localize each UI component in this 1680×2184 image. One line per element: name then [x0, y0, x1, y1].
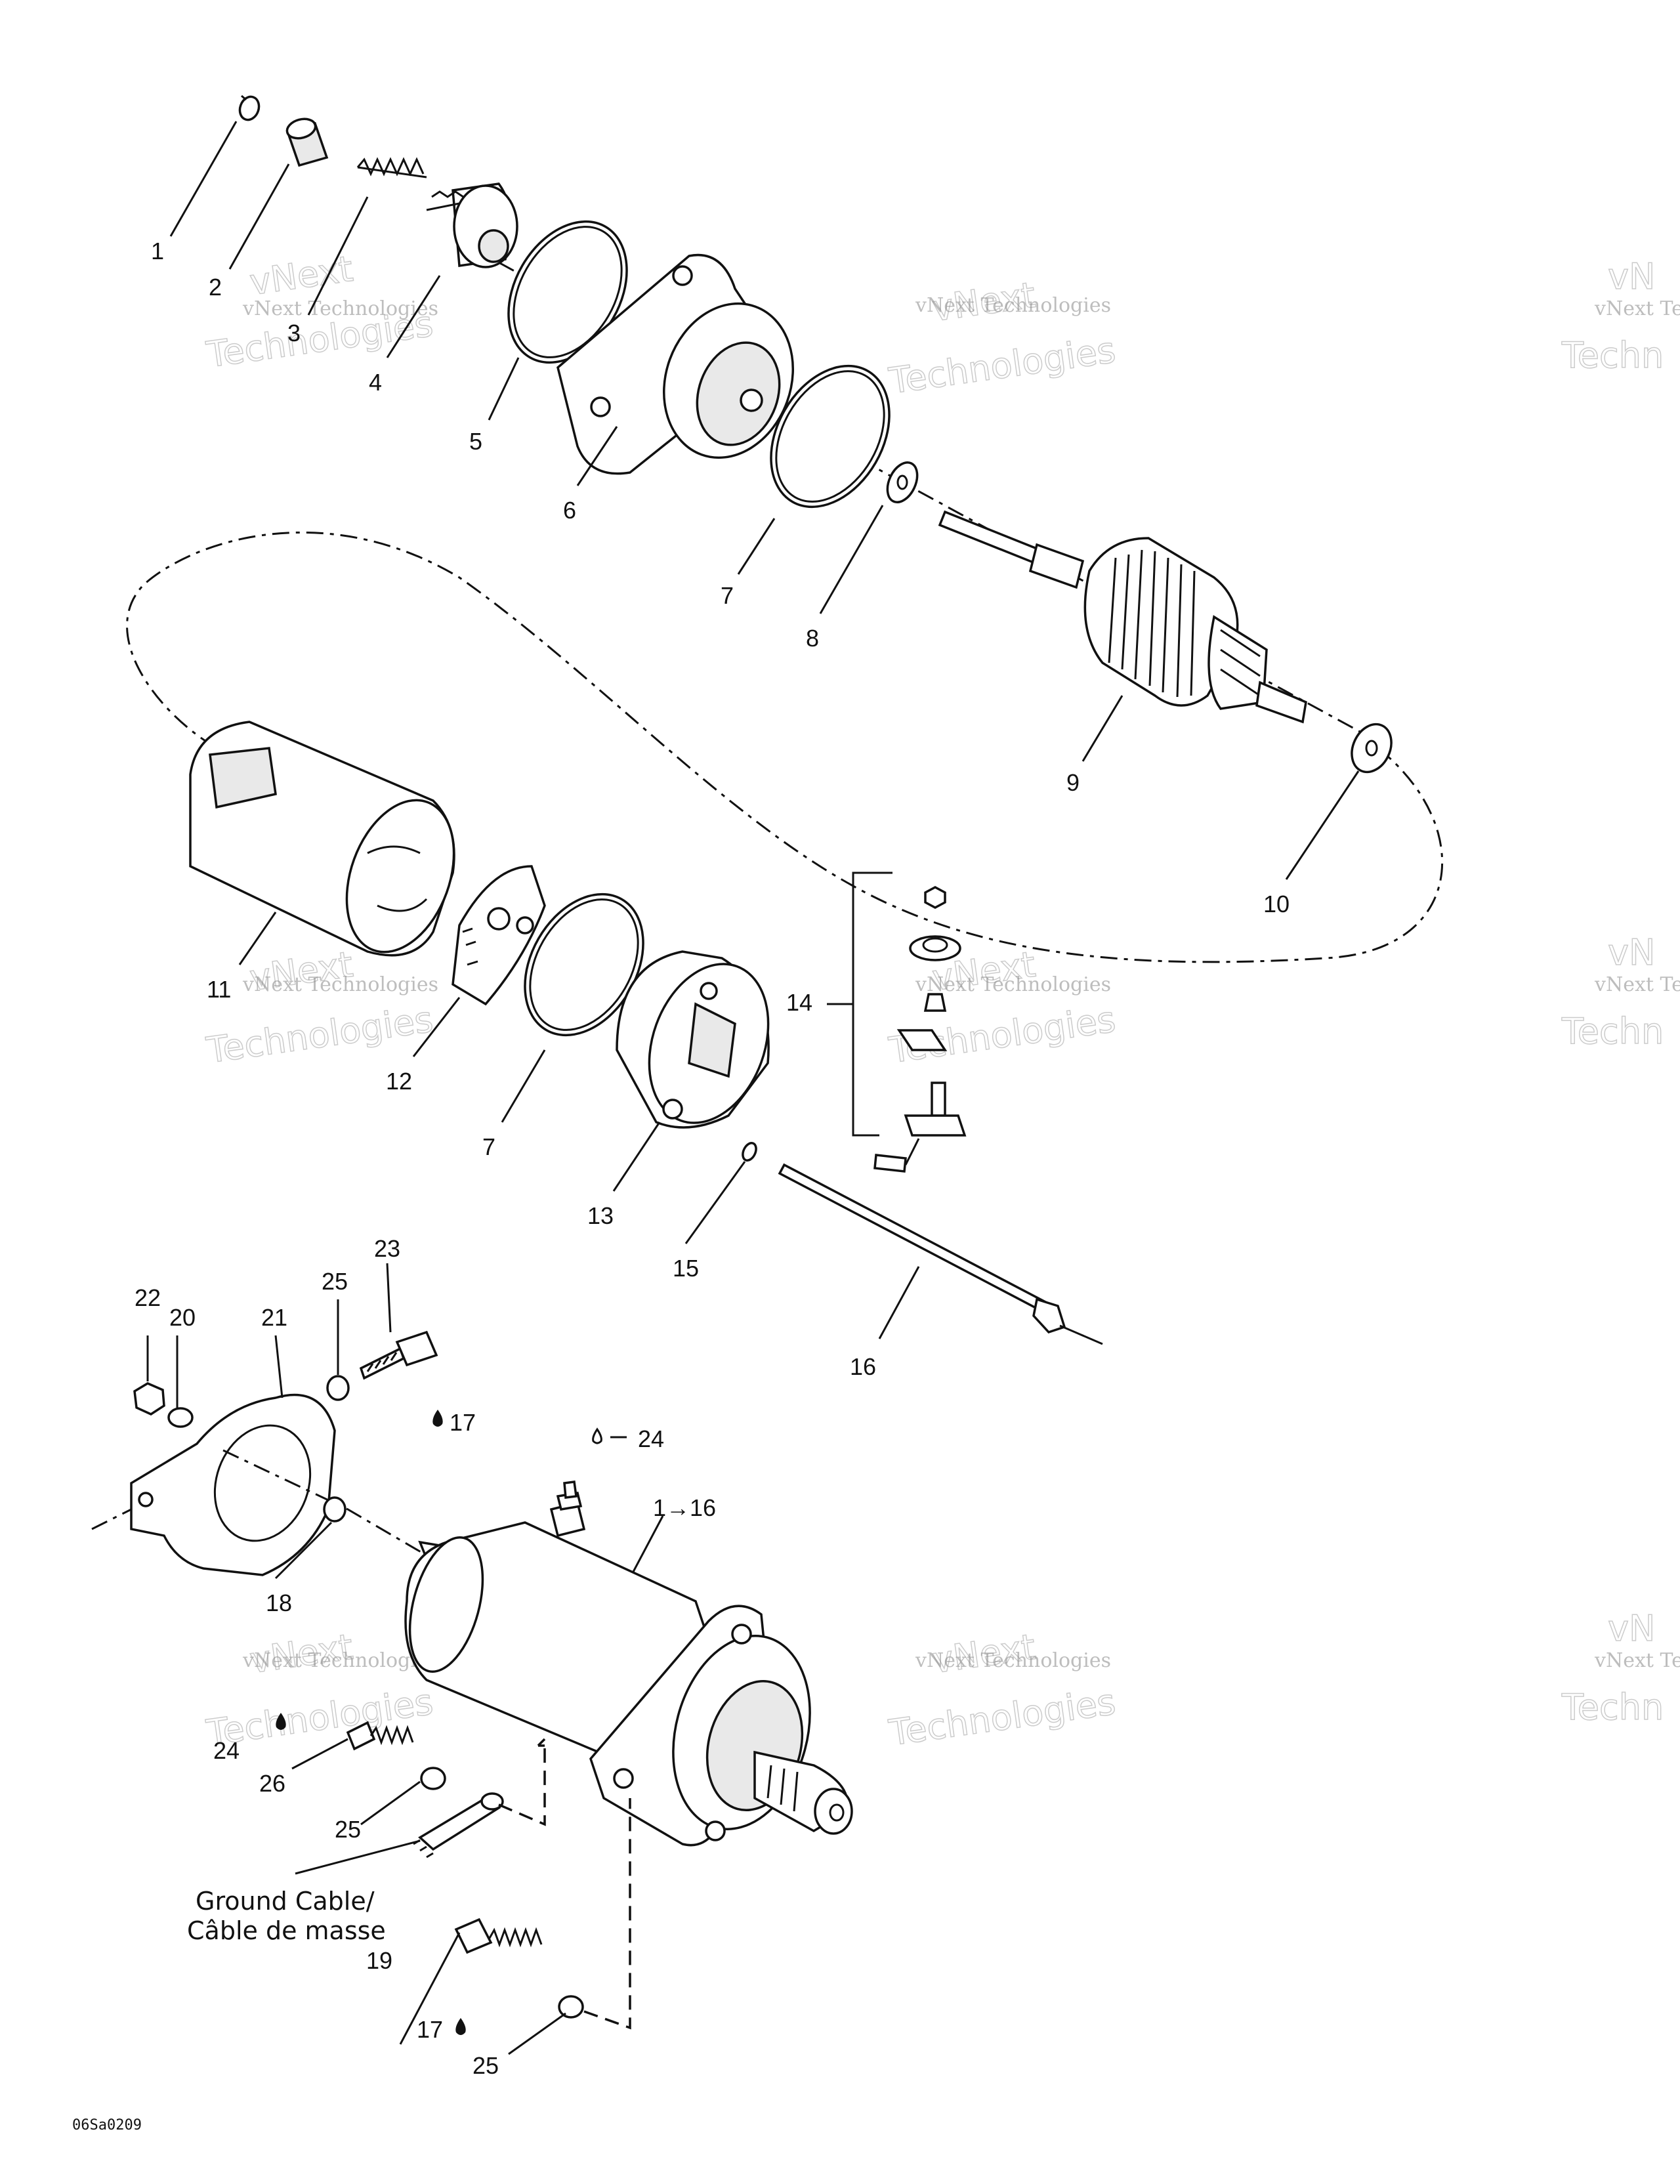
part-25-washer-mid — [420, 1767, 446, 1790]
ground-cable-label: Ground Cable/ — [196, 1887, 375, 1916]
part-26-screw — [346, 1721, 414, 1751]
part-15-o-ring — [742, 1142, 757, 1162]
watermark-big: Technologies — [886, 329, 1118, 402]
callout-18: 18 — [266, 1589, 292, 1616]
callout-6: 6 — [563, 497, 576, 524]
bolt-dashed-line — [583, 1798, 631, 2030]
part-18-washer — [323, 1496, 346, 1522]
part-13-rear-cover — [616, 950, 770, 1129]
part-25-washer-bottom — [558, 1995, 584, 2019]
watermark-text: vNext Technologies — [242, 973, 438, 996]
part-20-washer — [167, 1407, 194, 1428]
cable-dashed-line — [537, 1738, 546, 1747]
watermark-big: Technologies — [886, 1681, 1118, 1754]
part-16-through-bolt — [778, 1163, 1103, 1345]
watermark-edge: Techn — [1561, 1687, 1664, 1728]
callout-10: 10 — [1263, 891, 1290, 917]
watermark-edge: Techn — [1561, 335, 1664, 376]
callout-21: 21 — [261, 1304, 287, 1331]
bracket-axis-line — [91, 1508, 132, 1530]
callout-1: 1 — [151, 238, 164, 264]
drop-icon — [455, 2018, 466, 2035]
callout-8: 8 — [806, 625, 819, 652]
callout-17-lower: 17 — [417, 2016, 443, 2043]
ground-cable-label-fr: Câble de masse — [187, 1916, 386, 1945]
part-3-spring — [356, 157, 427, 178]
part-14-brush-kit — [827, 872, 967, 1173]
watermark-text: vNext Technologies — [242, 1649, 438, 1672]
watermark-big: vNext — [247, 248, 356, 303]
bracket-axis-line — [222, 1449, 427, 1557]
callout-4: 4 — [369, 369, 382, 396]
callout-15: 15 — [673, 1255, 699, 1282]
assembly-loop-line — [126, 531, 1444, 963]
starter-motor-assembly — [404, 1480, 853, 1847]
callout-12: 12 — [386, 1068, 412, 1095]
callout-24: 24 — [638, 1425, 664, 1452]
part-11-housing — [189, 721, 455, 957]
part-4-pinion — [426, 182, 518, 268]
drop-icon — [276, 1713, 286, 1730]
watermark-text: vNext Technologies — [242, 297, 438, 320]
part-2-sleeve — [285, 117, 329, 167]
callout-7-middle: 7 — [482, 1133, 495, 1160]
part-7-o-ring-middle-inner — [529, 898, 639, 1031]
watermark-edge: vNext Te — [1594, 973, 1680, 996]
callout-16: 16 — [850, 1353, 876, 1380]
callout-9: 9 — [1066, 769, 1080, 796]
drop-icon — [432, 1410, 443, 1427]
part-23-bolt — [359, 1330, 438, 1380]
watermark-big: Technologies — [203, 999, 435, 1072]
part-22-nut — [133, 1382, 165, 1416]
callout-25-bottom: 25 — [472, 2052, 499, 2079]
callout-25: 25 — [322, 1268, 348, 1295]
part-19-bolt — [454, 1918, 543, 1954]
callout-20: 20 — [169, 1304, 196, 1331]
callout-22: 22 — [135, 1284, 161, 1311]
callout-3: 3 — [287, 320, 301, 346]
callout-2: 2 — [209, 274, 222, 301]
callout-11: 11 — [207, 976, 231, 1003]
callout-25-mid: 25 — [335, 1816, 361, 1843]
watermark-edge: vNext Te — [1594, 1649, 1680, 1672]
part-10-washer — [1351, 723, 1393, 774]
callout-19: 19 — [366, 1947, 392, 1974]
callout-24-lower: 24 — [213, 1737, 240, 1764]
part-1-circlip — [238, 94, 261, 121]
part-9-armature — [938, 510, 1307, 724]
watermark-edge: vN — [1608, 256, 1655, 297]
part-12-brush-plate — [452, 865, 546, 1006]
part-8-washer — [886, 461, 919, 503]
leader-lines — [146, 121, 1360, 2055]
part-5-o-ring — [507, 220, 628, 364]
callout-7: 7 — [721, 582, 734, 609]
watermark-text: vNext Technologies — [915, 294, 1111, 317]
callout-26: 26 — [259, 1770, 285, 1797]
part-7-o-ring-inner — [775, 370, 885, 503]
watermark-edge: vNext Te — [1594, 297, 1680, 320]
drop-icon — [592, 1427, 602, 1444]
part-21-mounting-bracket — [130, 1393, 336, 1576]
callout-17: 17 — [450, 1409, 476, 1436]
watermark-text: vNext Technologies — [915, 1649, 1111, 1672]
callout-labels: 1 2 3 4 5 6 7 8 9 10 11 12 7 13 14 15 16… — [135, 238, 1290, 2079]
callout-14: 14 — [786, 989, 812, 1016]
cable-dashed-line — [498, 1744, 546, 1826]
drawing-code: 06Sa0209 — [72, 2117, 142, 2133]
watermark-text: vNext Technologies — [915, 973, 1111, 996]
part-7-o-ring — [770, 364, 891, 509]
callout-1-to-16: 1→16 — [653, 1494, 716, 1521]
part-6-front-bracket — [556, 253, 795, 475]
part-5-o-ring-inner — [513, 226, 623, 358]
watermark-edge: vN — [1608, 932, 1655, 973]
watermark-edge: Techn — [1561, 1011, 1664, 1052]
callout-23: 23 — [374, 1235, 400, 1262]
callout-13: 13 — [587, 1202, 614, 1229]
watermark-edge: vN — [1608, 1608, 1655, 1649]
ground-cable-terminal — [413, 1792, 504, 1858]
part-25-washer — [326, 1375, 350, 1401]
callout-5: 5 — [469, 428, 482, 455]
